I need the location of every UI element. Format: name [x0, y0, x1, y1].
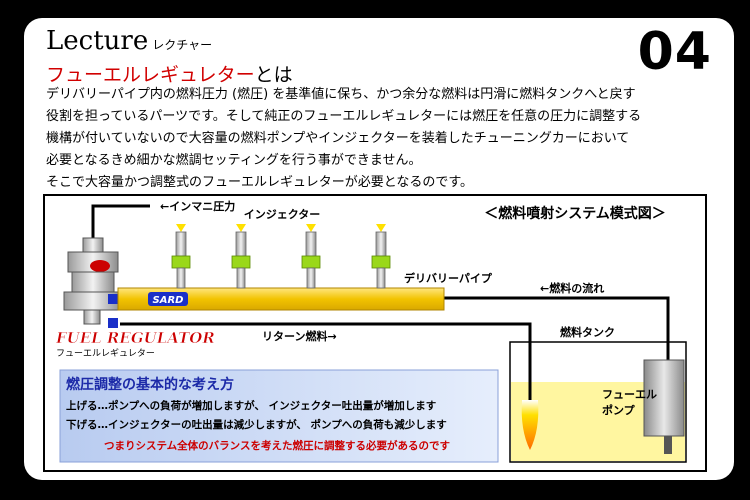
manifold-line	[91, 204, 150, 238]
fuel-pump	[643, 359, 685, 437]
title-suffix: とは	[254, 64, 293, 86]
manifold-label: ←インマニ圧力	[160, 199, 235, 213]
title-red: フューエルレギュレター	[46, 64, 255, 86]
intro-line: 機構が付いていないので大容量の燃料ポンプやインジェクターを装着したチューニングカ…	[46, 131, 630, 146]
sard-label: SARD	[153, 295, 184, 306]
lecture-sub-label: レクチャー	[152, 38, 213, 52]
fuel-regulator	[63, 237, 123, 328]
delivery-pipe	[117, 287, 445, 311]
info-line-raise: 上げる…ポンプへの負荷が増加しますが、 インジェクター吐出量が増加します	[66, 399, 436, 412]
info-box-title: 燃圧調整の基本的な考え方	[66, 376, 234, 393]
regulator-sub-label: フューエルレギュレター	[56, 348, 155, 359]
return-flow-flame	[521, 400, 539, 450]
info-line-summary: つまりシステム全体のバランスを考えた燃圧に調整する必要があるのです	[104, 439, 450, 452]
intro-paragraph: デリバリーパイプ内の燃料圧力 (燃圧) を基準値に保ち、かつ余分な燃料は円滑に燃…	[46, 84, 726, 194]
return-line	[120, 322, 532, 400]
fuel-pump-label-2: ポンプ	[602, 403, 636, 417]
lecture-label: Lecture	[46, 26, 149, 56]
fuel-flow-label: ←燃料の流れ	[540, 281, 604, 295]
injector-label: インジェクター	[244, 208, 321, 221]
diagram-title: ＜燃料噴射システム模式図＞	[484, 205, 666, 222]
supply-line	[444, 296, 670, 360]
intro-line: デリバリーパイプ内の燃料圧力 (燃圧) を基準値に保ち、かつ余分な燃料は円滑に燃…	[46, 87, 636, 102]
intro-line: 役割を担っているパーツです。そして純正のフューエルレギュレターには燃圧を任意の圧…	[46, 109, 642, 124]
info-line-lower: 下げる…インジェクターの吐出量は減少しますが、 ポンプへの負荷も減少します	[66, 418, 447, 431]
regulator-logo: FUEL REGULATOR	[55, 329, 215, 347]
delivery-pipe-label: デリバリーパイプ	[404, 271, 493, 285]
injector	[301, 224, 321, 289]
lecture-number: 04	[637, 22, 712, 82]
injector	[171, 224, 191, 289]
fuel-tank-label: 燃料タンク	[559, 325, 615, 339]
info-box	[59, 369, 499, 463]
sard-badge	[148, 292, 188, 306]
fuel-pump-label-1: フューエル	[602, 388, 657, 401]
return-fuel-label: リターン燃料→	[262, 329, 337, 343]
fuel-pump-outlet	[664, 436, 672, 454]
injector	[231, 224, 251, 289]
intro-line: そこで大容量かつ調整式のフューエルレギュレターが必要となるのです。	[46, 175, 474, 190]
injector	[371, 224, 391, 289]
page-title: フューエルレギュレターとは	[46, 60, 293, 87]
intro-line: 必要となるきめ細かな燃調セッティングを行う事ができません。	[46, 153, 422, 168]
